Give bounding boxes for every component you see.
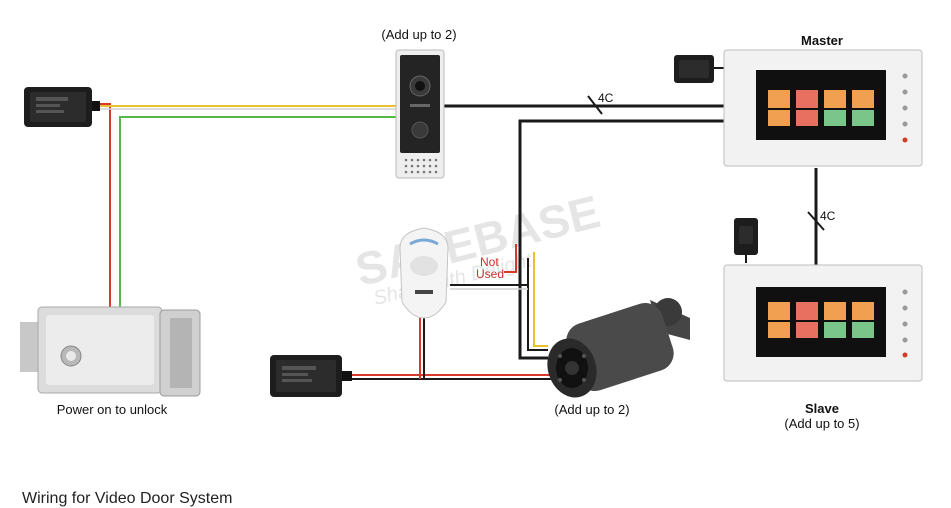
camera-count-label: (Add up to 2) xyxy=(554,402,629,417)
slave-monitor xyxy=(723,264,923,382)
doorbell-count-label: (Add up to 2) xyxy=(381,27,456,42)
power-adapter-lock xyxy=(24,87,100,127)
not-used-label-line2: Used xyxy=(476,267,504,281)
not-used-label-line1: Not xyxy=(480,255,499,269)
cable-4c-top-label: 4C xyxy=(598,91,614,105)
electric-lock xyxy=(20,306,201,397)
lock-label: Power on to unlock xyxy=(57,402,168,417)
master-label: Master xyxy=(801,33,843,48)
wire-red-not-used xyxy=(504,244,517,273)
wire-green-lock xyxy=(119,116,396,310)
wire-black-camera-inner xyxy=(527,258,548,351)
wire-red-lock xyxy=(92,103,111,310)
power-adapter-slave xyxy=(734,218,758,255)
bullet-camera xyxy=(547,298,690,398)
wires xyxy=(92,67,825,380)
power-adapter-camera xyxy=(270,355,352,397)
cable-tick-vertical xyxy=(807,211,825,231)
wire-yellow-camera xyxy=(533,252,548,347)
slave-label: Slave xyxy=(805,401,839,416)
motion-sensor xyxy=(399,227,449,319)
cable-tick-top xyxy=(587,95,603,115)
power-adapter-master xyxy=(674,55,714,83)
slave-count-label: (Add up to 5) xyxy=(784,416,859,431)
wire-black-camera-outer xyxy=(518,119,724,360)
master-monitor xyxy=(723,49,923,167)
diagram-caption: Wiring for Video Door System xyxy=(22,490,233,507)
doorbell-camera xyxy=(395,49,445,179)
cable-4c-vertical-label: 4C xyxy=(820,209,836,223)
